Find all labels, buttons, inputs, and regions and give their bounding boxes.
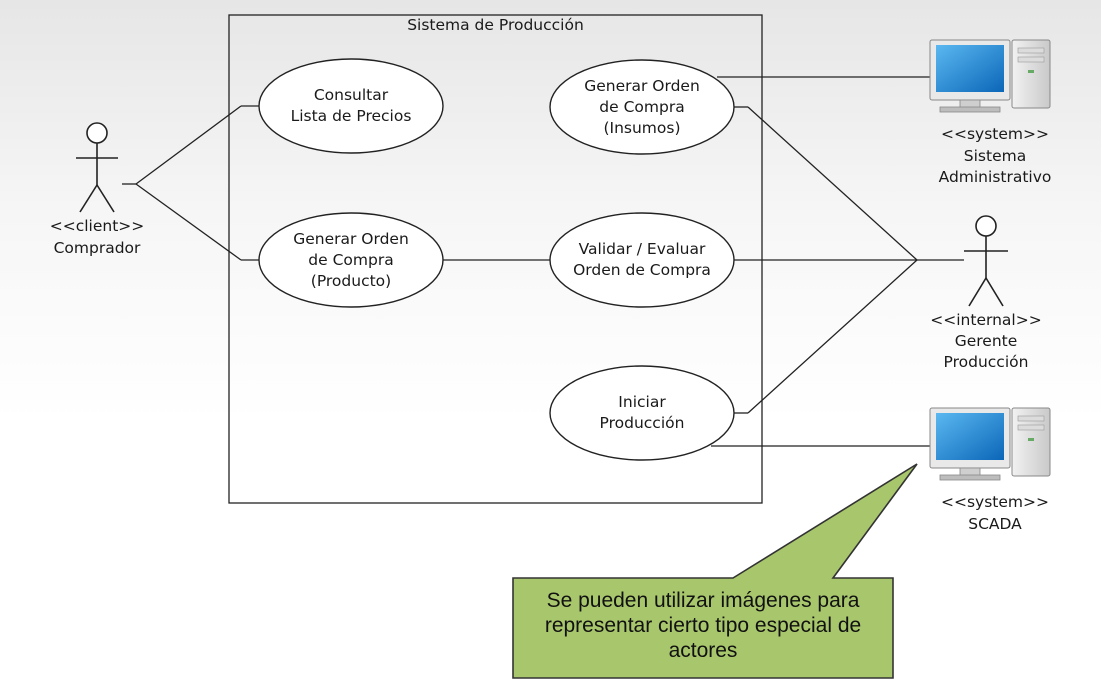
actor-stereotype-comprador: <<client>> (49, 217, 145, 235)
actor-stereotype-gerente: <<internal>> (930, 311, 1042, 329)
use-case-label-validar: Validar / Evaluar Orden de Compra (573, 240, 711, 279)
association-comprador-orden-producto (135, 183, 242, 261)
actor-stereotype-scada: <<system>> (941, 493, 1049, 511)
use-case-label-iniciar: Iniciar Producción (599, 393, 685, 432)
use-case-iniciar (549, 365, 735, 461)
callout-box (512, 463, 918, 679)
stick-figure-icon (964, 215, 1008, 307)
association-lines (122, 76, 964, 447)
actor-name-comprador: Comprador (53, 239, 141, 257)
system-boundary-title: Sistema de Producción (407, 16, 584, 34)
association-insumos-gerente (747, 106, 918, 261)
use-case-label-orden-producto: Generar Orden de Compra (Producto) (293, 230, 409, 290)
use-case-orden-insumos (549, 59, 735, 155)
actor-name-gerente: Gerente Producción (943, 332, 1029, 371)
actor-name-administrativo: Sistema Administrativo (938, 147, 1052, 186)
association-iniciar-gerente (747, 259, 918, 414)
use-case-consultar (258, 58, 444, 154)
use-case-label-orden-insumos: Generar Orden de Compra (Insumos) (584, 77, 700, 137)
actor-stereotype-administrativo: <<system>> (941, 125, 1049, 143)
computer-icon (929, 407, 1051, 481)
actor-name-scada: SCADA (968, 515, 1022, 533)
association-comprador-consultar (135, 105, 242, 185)
use-case-orden-producto (258, 212, 444, 308)
stick-figure-icon (76, 122, 118, 213)
use-case-label-consultar: Consultar Lista de Precios (290, 86, 412, 125)
callout-text: Se pueden utilizar imágenes para represe… (544, 589, 862, 662)
system-boundary (228, 14, 763, 504)
computer-icon (929, 39, 1051, 113)
use-case-validar (549, 212, 735, 308)
